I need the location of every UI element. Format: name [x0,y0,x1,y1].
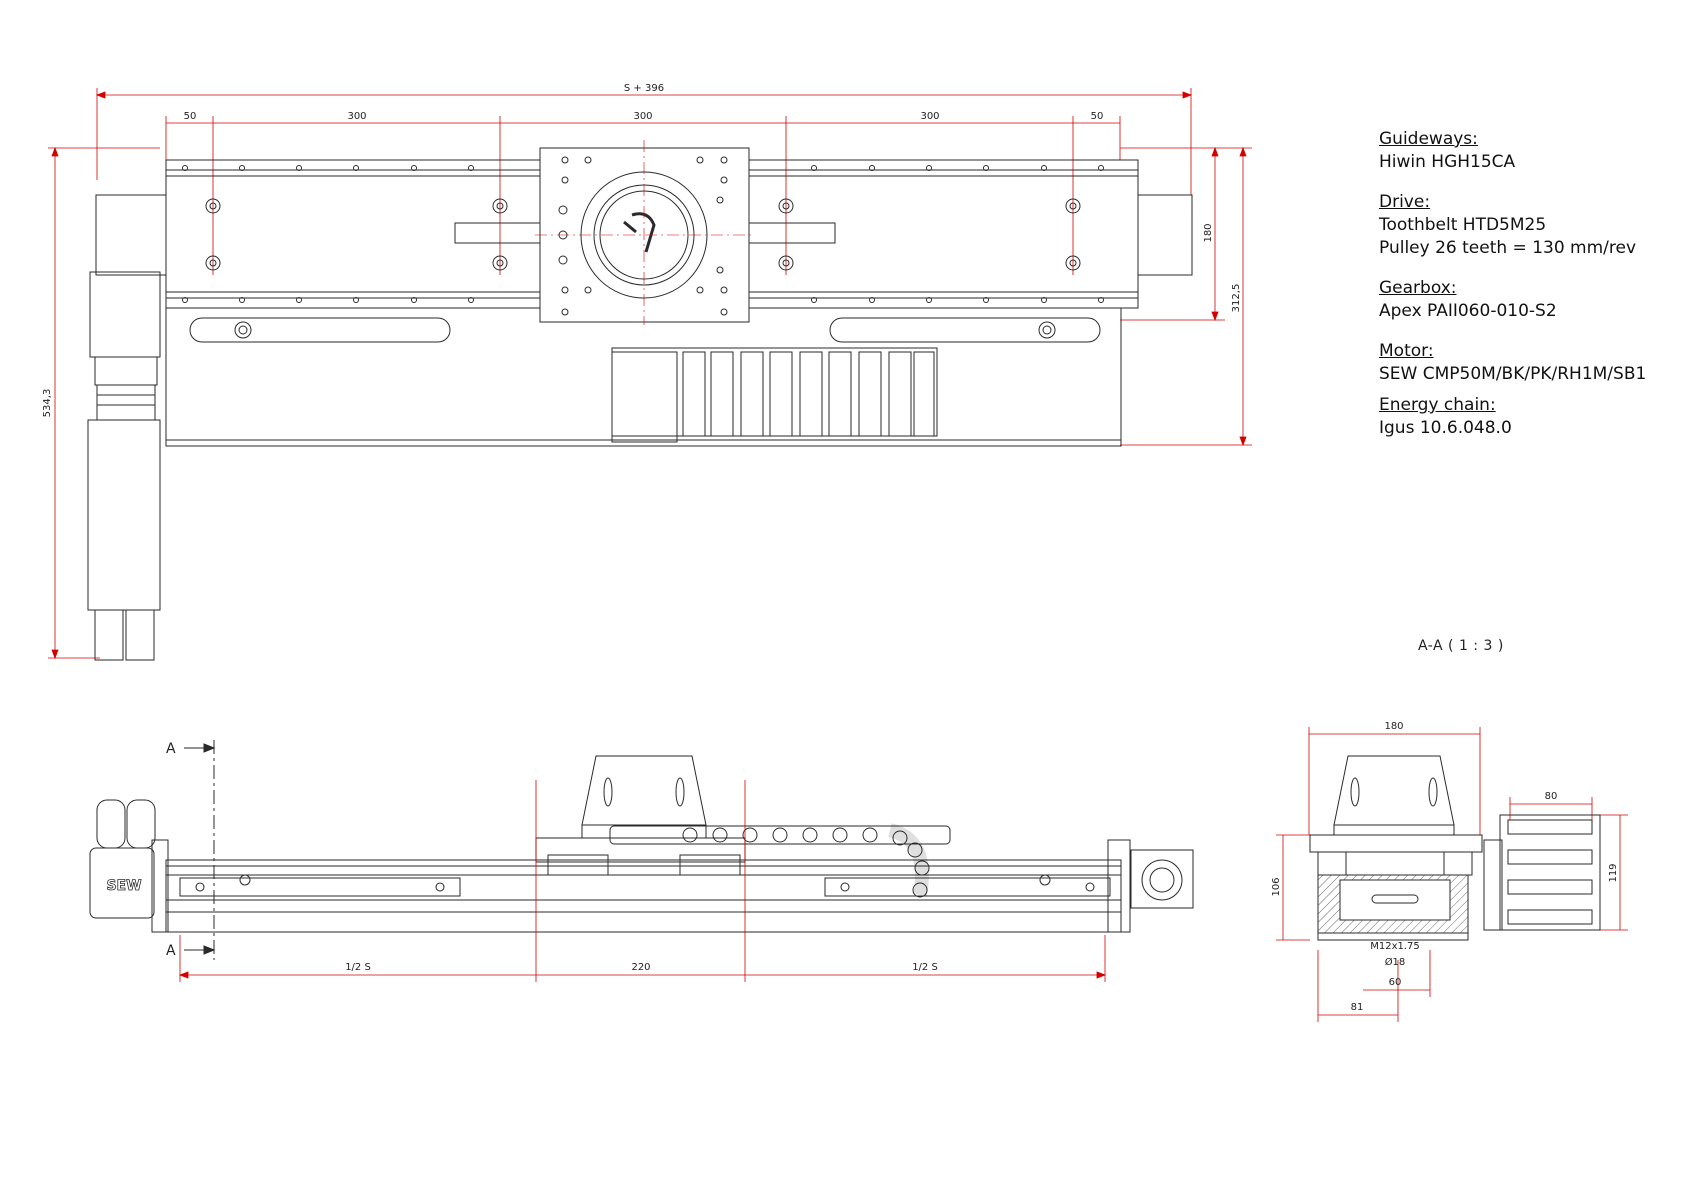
section-view: 180 80 106 119 M12x1.75 Ø18 60 81 [1271,721,1628,1022]
energy-chain-side [609,823,951,898]
dim-hole-spacing [165,116,1121,275]
section-width: 180 [1384,721,1403,732]
motor-top-view [87,271,161,661]
hole-spacing-3: 300 [633,111,652,122]
dim-side-spans [178,780,1107,982]
dim-total-height [48,146,160,660]
spec-value: Pulley 26 teeth = 130 mm/rev [1379,238,1637,258]
section-energy-chain [1483,814,1601,931]
section-height: 106 [1271,877,1282,896]
total-height-label: 534,3 [42,389,53,418]
motor-side [89,847,155,919]
top-view: S + 396 50 300 300 300 50 534,3 [42,83,1252,661]
hole-spacing-1: 50 [184,111,197,122]
hole-spacing-2: 300 [347,111,366,122]
spec-value: Toothbelt HTD5M25 [1379,215,1547,235]
hole-spacing-4: 300 [920,111,939,122]
rail-lower-section [165,307,1122,447]
spec-notes: Guideways: Hiwin HGH15CA Drive: Toothbel… [1379,128,1679,457]
section-chain-height: 119 [1608,863,1619,882]
section-thread: M12x1.75 [1370,941,1420,952]
spec-motor: Motor: SEW CMP50M/BK/PK/RH1M/SB1 [1379,340,1679,386]
dim-overall-length [95,88,1193,195]
motor-brand: SEW [106,878,141,894]
side-carriage [535,837,746,863]
rail-holes-top [182,165,1104,171]
span-half-s-left: 1/2 S [345,962,371,973]
spec-heading: Motor: [1379,341,1434,361]
spec-value: Igus 10.6.048.0 [1379,418,1512,438]
section-marker-top: A [166,741,176,757]
spec-heading: Guideways: [1379,129,1478,149]
section-motor-flange [1333,755,1455,826]
section-diameter: Ø18 [1385,956,1406,968]
hole-spacing-5: 50 [1091,111,1104,122]
side-rail [165,859,1122,913]
rail-holes-bottom [182,297,1104,303]
section-offset-81: 81 [1351,1002,1364,1013]
spec-heading: Energy chain: [1379,395,1496,415]
width-label: 180 [1203,223,1214,242]
section-title: A-A ( 1 : 3 ) [1418,638,1504,654]
section-cut-line [184,740,216,960]
energy-chain-top [611,347,938,443]
spec-gearbox: Gearbox: Apex PAII060-010-S2 [1379,277,1679,323]
spec-heading: Gearbox: [1379,278,1457,298]
height-label: 312,5 [1231,284,1242,313]
section-chain-width: 80 [1545,791,1558,802]
dim-right [1120,146,1252,447]
span-half-s-right: 1/2 S [912,962,938,973]
span-220: 220 [631,962,650,973]
spec-heading: Drive: [1379,192,1431,212]
gearbox-side [1130,849,1194,909]
spec-guideways: Guideways: Hiwin HGH15CA [1379,128,1679,174]
side-motor-flange [581,755,707,826]
overall-length-label: S + 396 [624,83,664,94]
side-view: A A SEW [89,740,1194,982]
spec-value: SEW CMP50M/BK/PK/RH1M/SB1 [1379,364,1647,384]
section-marker-bottom: A [166,943,176,959]
spec-drive: Drive: Toothbelt HTD5M25 Pulley 26 teeth… [1379,191,1679,260]
mounting-holes [205,198,1081,271]
spec-value: Apex PAII060-010-S2 [1379,301,1557,321]
spec-energy-chain: Energy chain: Igus 10.6.048.0 [1379,394,1679,440]
section-offset-60: 60 [1389,977,1402,988]
spec-value: Hiwin HGH15CA [1379,152,1516,172]
